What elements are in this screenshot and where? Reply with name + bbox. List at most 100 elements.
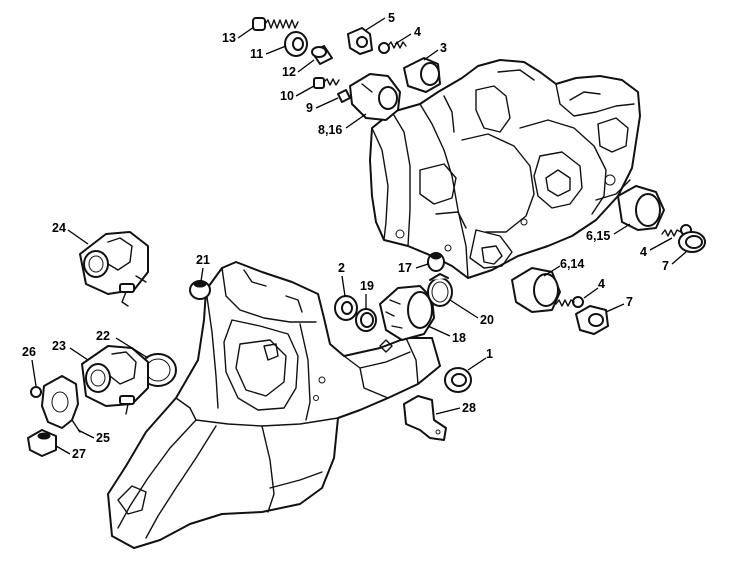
part-6-15-buffer — [617, 185, 665, 231]
callout-2-leader — [341, 275, 346, 297]
callout-20[interactable]: 20 — [449, 299, 494, 327]
callout-17[interactable]: 17 — [398, 261, 429, 275]
callout-6-14-label: 6,14 — [560, 257, 584, 271]
callout-12[interactable]: 12 — [282, 59, 315, 79]
part-17-grommet — [427, 252, 445, 272]
part-28-bracket — [403, 395, 447, 441]
callout-27-leader — [55, 445, 71, 455]
callout-7-lower-right-label: 7 — [626, 295, 633, 309]
part-23-carburetor — [81, 345, 149, 415]
callout-23[interactable]: 23 — [52, 339, 89, 361]
callout-11[interactable]: 11 — [250, 45, 287, 61]
callout-22[interactable]: 22 — [96, 329, 149, 359]
callout-24-label: 24 — [52, 221, 66, 235]
callout-13[interactable]: 13 — [222, 26, 255, 45]
callout-4-top-label: 4 — [414, 25, 421, 39]
callout-11-label: 11 — [250, 47, 263, 61]
callout-27[interactable]: 27 — [55, 445, 86, 461]
part-24-carburetor — [79, 231, 149, 307]
callout-28[interactable]: 28 — [435, 401, 476, 415]
callout-9[interactable]: 9 — [306, 97, 339, 115]
callout-25-leader — [77, 429, 95, 439]
callout-7-lower-right[interactable]: 7 — [605, 295, 633, 313]
callout-3[interactable]: 3 — [423, 41, 447, 61]
callout-4-upper-right[interactable]: 4 — [640, 237, 673, 259]
part-7-cap-lower-right — [575, 305, 609, 335]
callout-4-upper-right-leader — [649, 237, 673, 251]
callout-8-16[interactable]: 8,16 — [318, 113, 367, 137]
callout-4-upper-right-label: 4 — [640, 245, 647, 259]
part-4-screw-lower-right — [555, 296, 584, 308]
callout-17-label: 17 — [398, 261, 412, 275]
callout-6-14[interactable]: 6,14 — [543, 257, 584, 277]
callout-12-label: 12 — [282, 65, 296, 79]
callout-1[interactable]: 1 — [467, 347, 493, 371]
callout-26[interactable]: 26 — [22, 345, 37, 387]
callout-23-leader — [69, 347, 89, 361]
callout-12-leader — [297, 59, 315, 73]
callout-25[interactable]: 25 — [77, 429, 110, 445]
callout-6-15[interactable]: 6,15 — [586, 223, 631, 243]
part-3-buffer — [403, 57, 441, 93]
callout-7-upper-right-label: 7 — [662, 259, 669, 273]
part-7-cap-upper-right — [678, 231, 706, 253]
callout-9-leader — [315, 97, 339, 109]
callout-13-leader — [237, 26, 255, 39]
callout-4-lower-right-leader — [583, 287, 599, 299]
part-9-pin — [337, 89, 351, 103]
part-4-screw — [378, 41, 407, 54]
callout-11-leader — [265, 45, 287, 55]
part-8-16-cover — [349, 73, 401, 121]
callout-25-label: 25 — [96, 431, 110, 445]
callout-3-leader — [423, 49, 439, 61]
callout-18-leader — [427, 325, 451, 337]
callout-13-label: 13 — [222, 31, 236, 45]
callout-2-label: 2 — [338, 261, 345, 275]
callout-21[interactable]: 21 — [196, 253, 210, 282]
callout-6-15-label: 6,15 — [586, 229, 610, 243]
callout-4-top[interactable]: 4 — [394, 25, 421, 45]
callout-9-label: 9 — [306, 101, 313, 115]
part-26-nut — [30, 386, 42, 398]
callout-19[interactable]: 19 — [360, 279, 374, 309]
callout-27-label: 27 — [72, 447, 86, 461]
part-20-clamp — [427, 273, 453, 307]
callout-4-lower-right-label: 4 — [598, 277, 605, 291]
callout-4-lower-right[interactable]: 4 — [583, 277, 605, 299]
callout-26-leader — [31, 359, 37, 387]
callout-17-leader — [415, 263, 429, 269]
part-2-ring — [334, 295, 358, 321]
callout-18-label: 18 — [452, 331, 466, 345]
part-12-sleeve — [311, 45, 333, 65]
crankcase — [369, 59, 641, 279]
callout-21-label: 21 — [196, 253, 210, 267]
callout-1-label: 1 — [486, 347, 493, 361]
callout-5[interactable]: 5 — [365, 11, 395, 31]
callout-24[interactable]: 24 — [52, 221, 89, 245]
part-21-grommet — [189, 280, 211, 300]
callout-3-label: 3 — [440, 41, 447, 55]
part-5-bracket — [347, 27, 373, 55]
callout-2[interactable]: 2 — [338, 261, 346, 297]
callout-7-lower-right-leader — [605, 303, 625, 313]
callout-4-top-leader — [394, 33, 412, 45]
callout-28-leader — [435, 407, 461, 415]
callout-22-leader — [115, 337, 149, 359]
callout-7-upper-right[interactable]: 7 — [662, 251, 687, 273]
callout-20-leader — [449, 299, 479, 319]
callout-24-leader — [67, 229, 89, 245]
callout-20-label: 20 — [480, 313, 494, 327]
callout-10[interactable]: 10 — [280, 85, 315, 103]
callout-10-label: 10 — [280, 89, 294, 103]
engine-housing — [107, 261, 441, 549]
callout-6-15-leader — [613, 223, 631, 235]
part-25-plate — [41, 375, 81, 433]
callout-28-label: 28 — [462, 401, 476, 415]
callout-8-16-label: 8,16 — [318, 123, 342, 137]
callout-18[interactable]: 18 — [427, 325, 466, 345]
part-19-ring — [355, 308, 377, 332]
part-10-screw — [313, 77, 340, 89]
callout-1-leader — [467, 357, 487, 371]
callout-22-label: 22 — [96, 329, 110, 343]
